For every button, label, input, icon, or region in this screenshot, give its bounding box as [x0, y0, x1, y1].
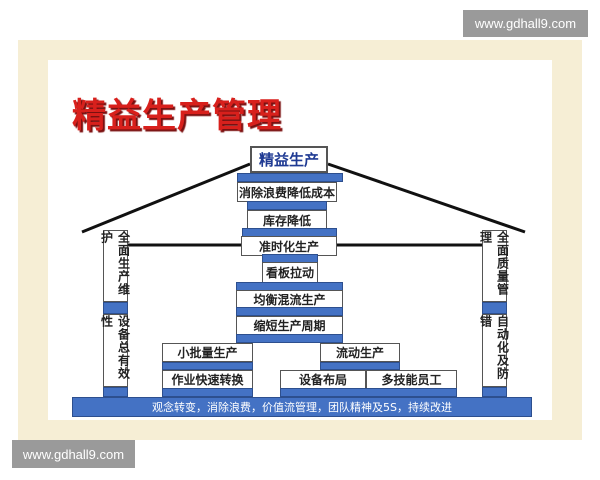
goal-box: 准时化生产 — [241, 236, 337, 256]
goal-box: 均衡混流生产 — [236, 290, 343, 308]
blue-bar — [103, 387, 128, 397]
right-block-box: 设备布局 — [280, 370, 366, 389]
blue-bar — [162, 362, 253, 370]
blue-bar — [162, 388, 253, 397]
page-title: 精益生产管理 — [72, 96, 282, 136]
blue-bar — [103, 302, 128, 314]
goal-box: 库存降低 — [247, 210, 327, 230]
roof-line-right — [327, 162, 526, 234]
blue-bar — [236, 307, 343, 316]
blue-bar — [482, 387, 507, 397]
left-block-box: 作业快速转换 — [162, 370, 253, 389]
roof-box: 精益生产 — [250, 146, 328, 173]
right-pillar-box: 自动化及防错 — [479, 314, 510, 387]
right-block-box: 多技能员工 — [366, 370, 457, 389]
left-pillar-box: 设备总有效性 — [100, 314, 131, 387]
watermark-top: www.gdhall9.com — [463, 10, 588, 37]
foundation-bar: 观念转变，消除浪费，价值流管理，团队精神及5S，持续改进 — [72, 397, 532, 417]
roof-line-left — [81, 162, 251, 234]
blue-bar — [247, 201, 327, 210]
blue-bar — [280, 388, 457, 397]
goal-box: 消除浪费降低成本 — [237, 182, 337, 202]
blue-bar — [320, 362, 400, 370]
blue-bar — [482, 302, 507, 314]
left-block-box: 小批量生产 — [162, 343, 253, 362]
blue-bar — [236, 334, 343, 343]
right-pillar-box: 全面质量管理 — [479, 230, 510, 302]
goal-box: 看板拉动 — [262, 262, 318, 283]
watermark-bottom: www.gdhall9.com — [12, 440, 135, 468]
blue-bar — [237, 173, 343, 182]
left-pillar-box: 全面生产维护 — [100, 230, 131, 302]
right-block-box: 流动生产 — [320, 343, 400, 362]
goal-box: 缩短生产周期 — [236, 316, 343, 335]
